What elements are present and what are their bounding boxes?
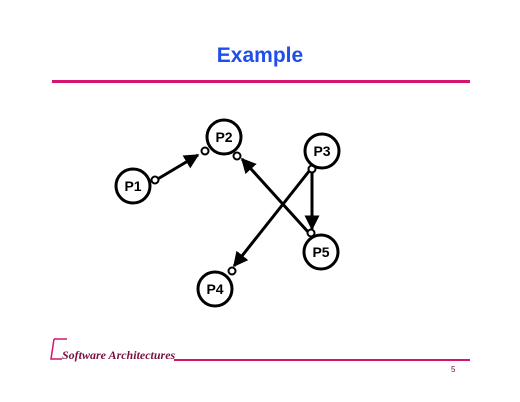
node-p4: P4 <box>196 270 234 308</box>
slide-title: Example <box>216 44 304 67</box>
node-label-p5: P5 <box>312 244 329 260</box>
node-label-p3: P3 <box>313 143 330 159</box>
node-p3: P3 <box>303 132 341 170</box>
node-label-p2: P2 <box>215 129 232 145</box>
port-p4-in <box>227 266 237 276</box>
footer-logo-icon <box>50 338 67 360</box>
node-label-p4: P4 <box>206 281 223 297</box>
node-p2: P2 <box>205 118 243 156</box>
footer-rule <box>174 359 470 361</box>
port-p2-in-left <box>200 146 210 156</box>
title-rule <box>52 80 470 83</box>
node-p5: P5 <box>302 233 340 271</box>
port-p1-out <box>150 175 160 185</box>
page-number: 5 <box>451 365 456 374</box>
node-p1: P1 <box>114 167 152 205</box>
edges <box>155 153 320 268</box>
port-p2-in-right <box>232 151 242 161</box>
edge-p3-p4 <box>232 169 312 268</box>
edge-p5-p2 <box>240 157 311 235</box>
node-label-p1: P1 <box>124 178 141 194</box>
edge-p1-p2 <box>155 153 200 182</box>
footer-text: Software Architectures <box>62 348 176 362</box>
